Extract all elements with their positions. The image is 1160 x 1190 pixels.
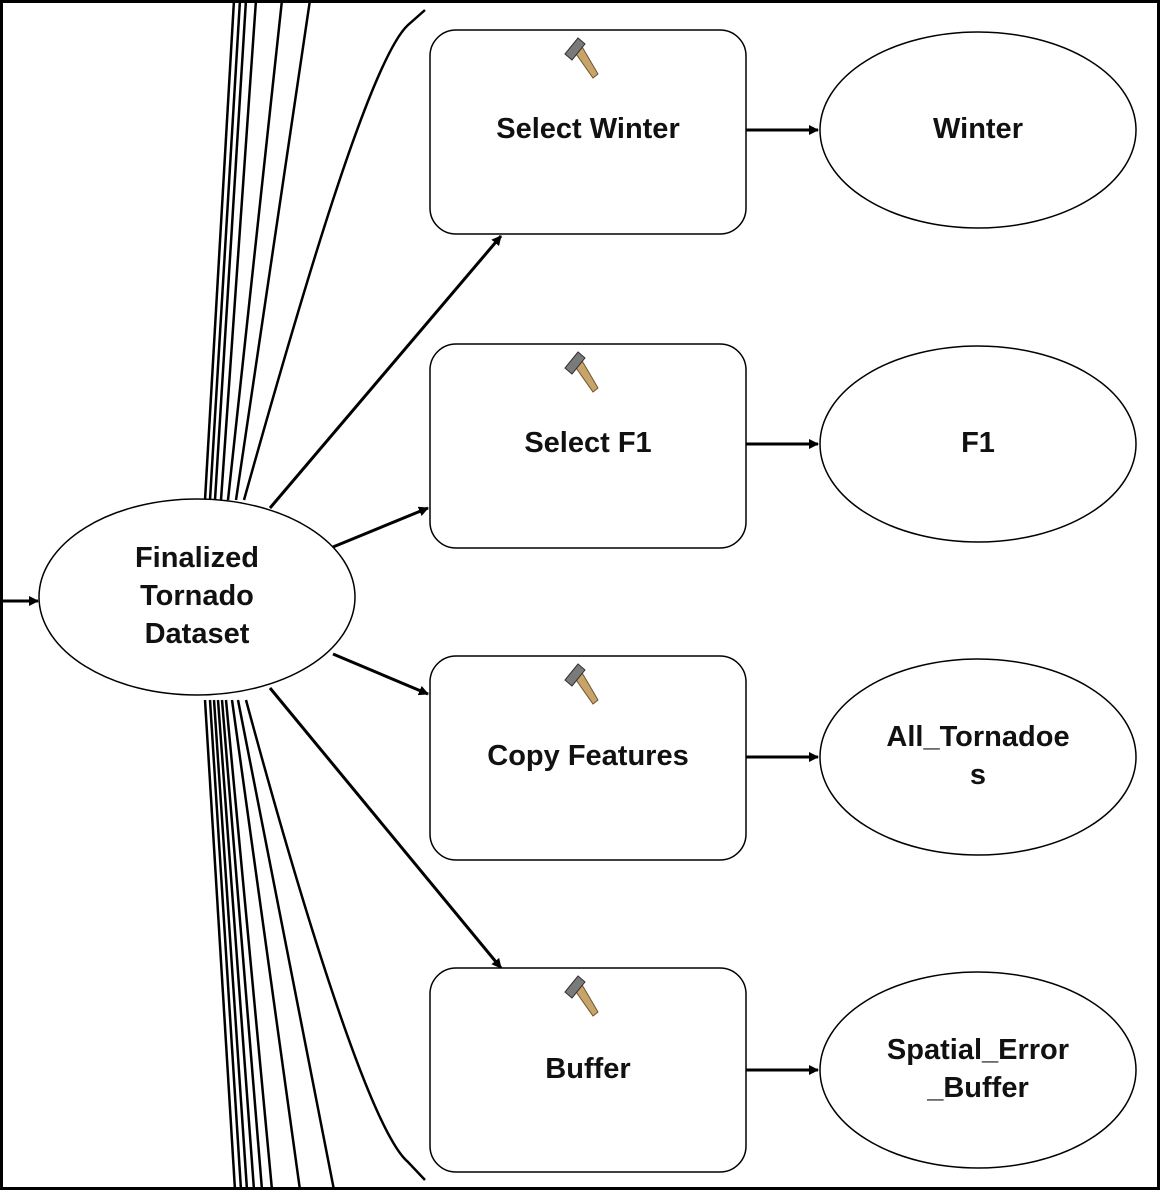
output-label-f1: F1: [961, 427, 995, 460]
tool-label-select-f1: Select F1: [524, 427, 652, 460]
connector-to-select-winter: [268, 235, 503, 509]
tool-label-buffer: Buffer: [545, 1053, 631, 1086]
output-winter-node[interactable]: [819, 31, 1137, 229]
input-dataset-node[interactable]: [38, 498, 356, 696]
connector-to-copy-features: [332, 652, 429, 696]
tool-select-f1[interactable]: [429, 343, 747, 549]
connector-to-buffer: [268, 687, 503, 969]
input-to-tool-connectors: [268, 235, 503, 969]
output-label-winter: Winter: [933, 113, 1023, 146]
offscreen-connectors: [203, 0, 426, 1190]
connector-to-select-f1: [332, 506, 429, 549]
tool-label-select-winter: Select Winter: [496, 113, 680, 146]
output-label-spatial-error-buffer: Spatial_Error _Buffer: [886, 1034, 1070, 1104]
tool-label-copy-features: Copy Features: [487, 740, 689, 773]
input-dataset-label: Finalized Tornado Dataset: [134, 542, 260, 650]
output-f1-node[interactable]: [819, 345, 1137, 543]
output-label-all-tornadoes: All_Tornadoe s: [886, 721, 1070, 791]
tool-select-winter[interactable]: [429, 29, 747, 235]
output-spatial-error-buffer-node[interactable]: [819, 971, 1137, 1169]
output-all-tornadoes-node[interactable]: [819, 658, 1137, 856]
